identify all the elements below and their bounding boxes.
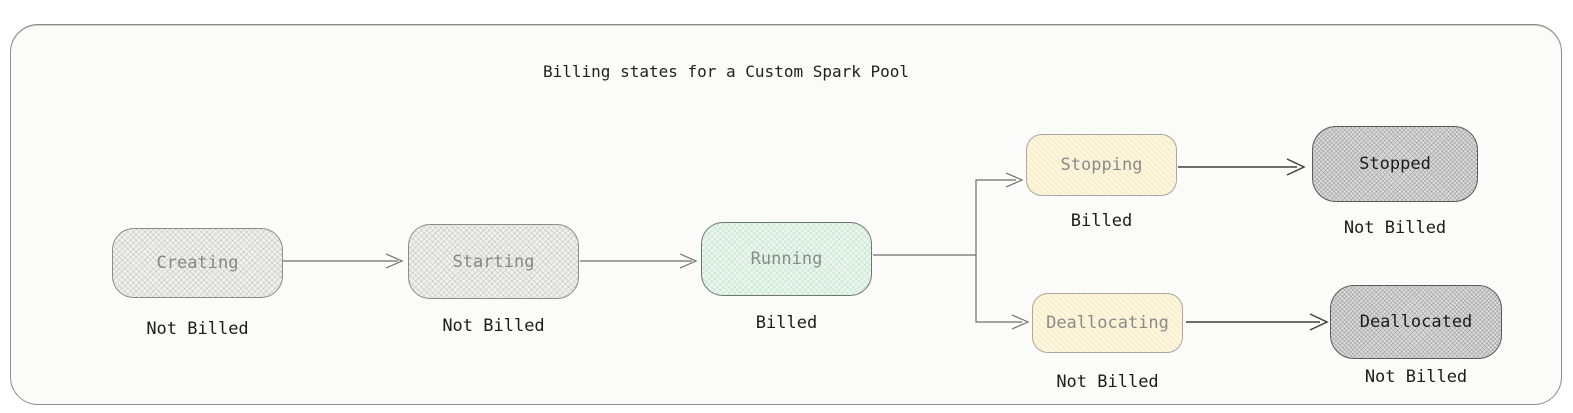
billing-label-running: Billed (755, 313, 818, 333)
node-deallocated: Deallocated (1330, 285, 1502, 359)
node-starting: Starting (408, 224, 579, 299)
node-deallocating: Deallocating (1032, 293, 1183, 353)
diagram-frame (10, 24, 1562, 405)
billing-label-stopping: Billed (1070, 211, 1133, 231)
node-stopped-label: Stopped (1359, 154, 1431, 174)
node-running: Running (701, 222, 872, 296)
node-creating: Creating (112, 228, 283, 298)
billing-label-deallocated: Not Billed (1364, 367, 1468, 387)
node-creating-label: Creating (156, 253, 239, 273)
node-starting-label: Starting (452, 251, 535, 272)
node-running-label: Running (750, 249, 823, 269)
billing-label-deallocating: Not Billed (1056, 372, 1159, 392)
node-deallocated-label: Deallocated (1359, 312, 1473, 332)
billing-label-stopped: Not Billed (1343, 218, 1447, 238)
node-stopped: Stopped (1312, 126, 1478, 202)
node-stopping: Stopping (1026, 134, 1177, 196)
node-stopping-label: Stopping (1060, 155, 1143, 175)
billing-label-starting: Not Billed (442, 316, 545, 336)
node-deallocating-label: Deallocating (1046, 313, 1169, 333)
diagram-title: Billing states for a Custom Spark Pool (543, 62, 910, 81)
billing-label-creating: Not Billed (146, 319, 249, 339)
